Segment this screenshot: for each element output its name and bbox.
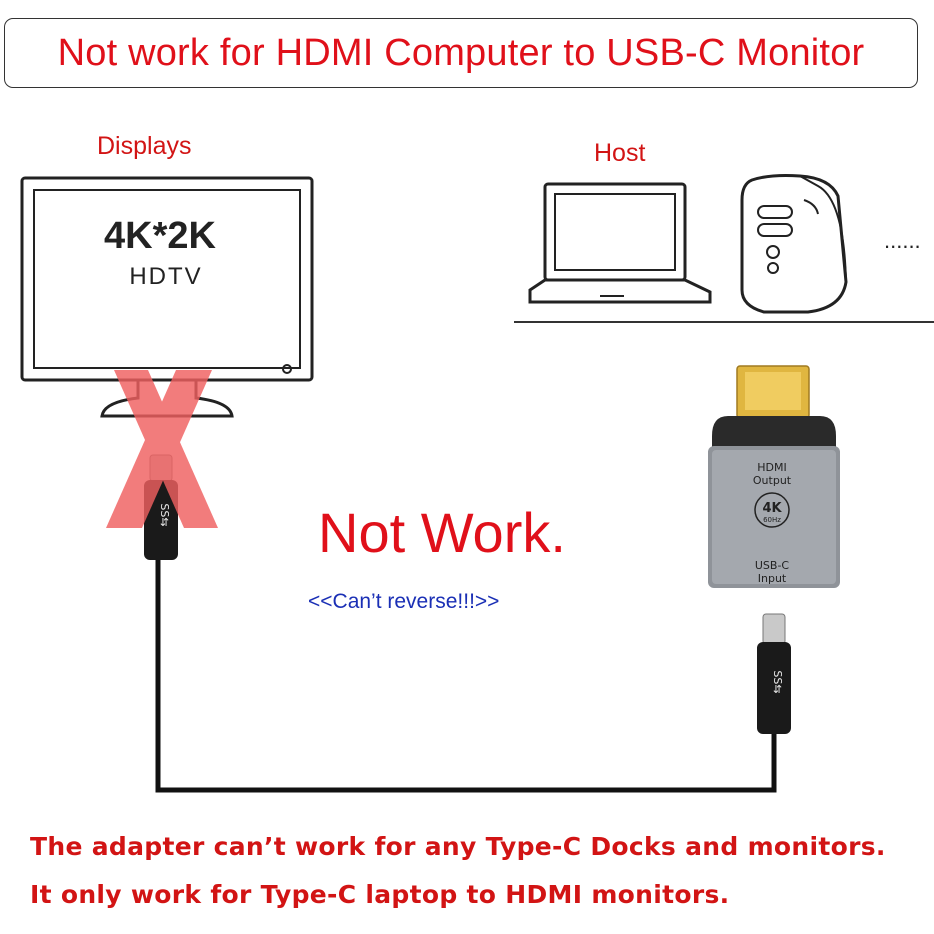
laptop-icon [528, 182, 712, 304]
more-hosts-dots: ...... [884, 228, 921, 253]
footer-line-1: The adapter can’t work for any Type-C Do… [30, 832, 886, 861]
monitor-icon: 4K*2K HDTV [20, 176, 314, 418]
monitor-resolution: 4K*2K [104, 215, 216, 257]
title-text: Not work for HDMI Computer to USB-C Moni… [57, 31, 865, 74]
adapter-badge-sub: 60Hz [763, 516, 781, 524]
hdmi-adapter-icon: HDMI Output 4K 60Hz USB-C Input [708, 365, 840, 588]
footer-line-2: It only work for Type-C laptop to HDMI m… [30, 880, 730, 909]
not-work-message: Not Work. [318, 501, 566, 564]
displays-label: Displays [97, 132, 192, 160]
cable-logo-left: SS⇆ [158, 503, 171, 526]
host-label: Host [594, 139, 646, 167]
usb-c-plug-right: SS⇆ [757, 613, 791, 734]
cable-logo-right: SS⇆ [771, 670, 784, 693]
cross-mark-icon [106, 370, 218, 528]
desktop-tower-icon [740, 174, 848, 314]
adapter-input-label-2: Input [758, 572, 787, 585]
adapter-input-label-1: USB-C [755, 559, 790, 572]
adapter-badge-main: 4K [762, 501, 782, 516]
monitor-type: HDTV [129, 263, 202, 290]
adapter-output-label-1: HDMI [757, 461, 786, 474]
cant-reverse-message: <<Can’t reverse!!!>> [308, 590, 500, 613]
adapter-output-label-2: Output [753, 474, 792, 487]
title-banner: Not work for HDMI Computer to USB-C Moni… [4, 18, 918, 88]
